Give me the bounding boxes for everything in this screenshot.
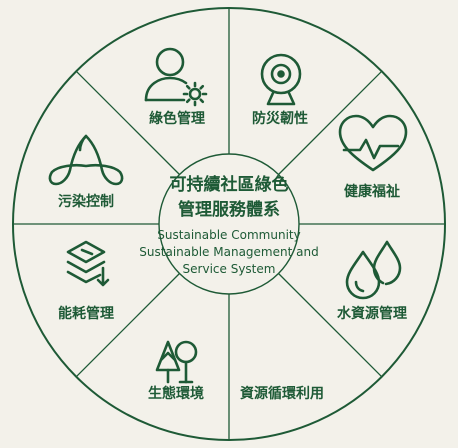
segment-label-green-management: 綠色管理 [149, 110, 205, 127]
segment-label-disaster-resilience: 防災韌性 [252, 110, 308, 127]
webcam-icon [260, 53, 302, 106]
segment-label-ecological-environment: 生態環境 [148, 385, 204, 402]
segment-label-resource-recycling: 資源循環利用 [240, 385, 324, 402]
trees-icon [155, 340, 198, 384]
center-title-line2: 管理服務體系 [178, 199, 280, 220]
segment-label-pollution-control: 污染控制 [58, 193, 114, 210]
heart-pulse-icon [338, 114, 408, 172]
biohazard-icon [48, 134, 124, 186]
center-title-line1: 可持續社區綠色 [170, 174, 289, 195]
water-drops-icon [345, 240, 402, 300]
energy-layers-icon [66, 240, 110, 287]
center-en-line2: Sustainable Management and [139, 245, 318, 259]
person-gear-icon [144, 47, 208, 107]
center-en-line3: Service System [183, 262, 276, 276]
segment-label-energy-management: 能耗管理 [58, 305, 114, 322]
segment-label-water-resources: 水資源管理 [337, 305, 407, 322]
segment-label-health-wellbeing: 健康福祉 [344, 183, 400, 200]
center-circle [158, 153, 300, 295]
segment-dividers [13, 8, 445, 440]
center-en-line1: Sustainable Community [157, 228, 300, 242]
